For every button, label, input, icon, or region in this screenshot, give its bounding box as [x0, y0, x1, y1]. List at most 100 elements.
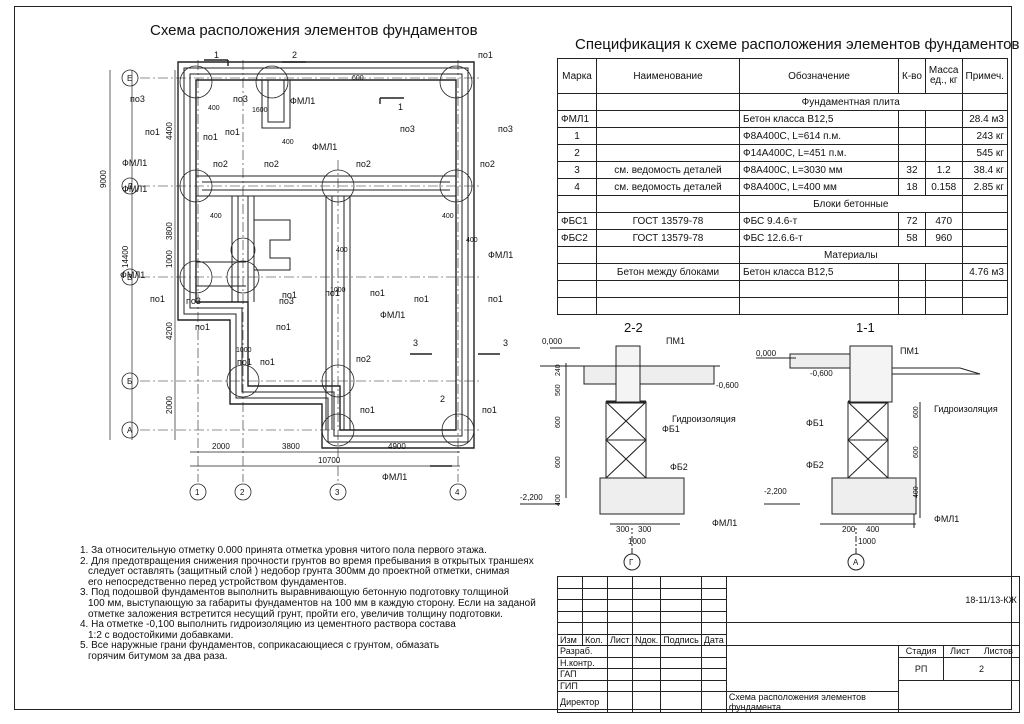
axis-letter-d: Д [127, 182, 133, 191]
note-line: следует оставлять (защитный слой ) недоб… [88, 566, 510, 578]
axis-lines [140, 60, 480, 482]
lbl-600: 600 [352, 75, 364, 82]
dim-4400: 4400 [165, 122, 174, 140]
sec11-fb2: ФБ2 [806, 460, 824, 470]
axis-num-2: 2 [240, 488, 245, 497]
dim-3800h: 3800 [282, 442, 300, 451]
wall-3 [325, 196, 351, 430]
section-blocks: Блоки бетонные [739, 195, 963, 213]
sec22-fb1: ФБ1 [662, 424, 680, 434]
lbl-fml1-h: ФМЛ1 [382, 472, 407, 482]
lbl-po1-i: по1 [260, 357, 275, 367]
axis-bubbles [121, 69, 467, 501]
sec22-axis: Г [629, 558, 634, 567]
sec11-lvl600: -0,600 [810, 369, 833, 378]
section-materials: Материалы [739, 246, 963, 264]
lbl-po1-o: по1 [325, 288, 340, 298]
axis-letter-a: А [127, 426, 133, 435]
role-dir: Директор [557, 691, 608, 713]
wall-2 [231, 196, 255, 302]
section-marks [204, 59, 500, 467]
dim-3800: 3800 [165, 222, 174, 240]
lbl-1000-b: 1000 [236, 347, 252, 354]
lbl-po1-c: по1 [203, 132, 218, 142]
sec11-title: 1-1 [856, 320, 875, 335]
foundation-outer-3 [189, 73, 463, 437]
col-mass: Масса ед., кг [924, 58, 963, 94]
col-qty: К-во [898, 58, 926, 94]
lbl-po2-b: по2 [264, 159, 279, 169]
sec22-pm1: ПМ1 [666, 336, 685, 346]
dim-1000: 1000 [165, 250, 174, 268]
section-views: 2-2 ПМ1 0,000 -0,600 -2,200 Гидроизоляци… [520, 320, 998, 571]
role-dev: Разраб. [557, 645, 608, 658]
section-plate: Фундаментная плита [739, 93, 963, 111]
lbl-po2-e: по2 [356, 354, 371, 364]
sec11-pm1: ПМ1 [900, 346, 919, 356]
lbl-po2-a: по2 [213, 159, 228, 169]
col-name: Наименование [596, 58, 740, 94]
lbl-po2-c: по2 [356, 159, 371, 169]
lbl-400-c: 400 [466, 237, 478, 244]
section-2-2-drawing [520, 345, 720, 571]
dim-4900: 4900 [388, 442, 406, 451]
lbl-po1-l: по1 [488, 294, 503, 304]
lbl-po1-b: по1 [145, 127, 160, 137]
spec-table: Марка Наименование Обозначение К-во Масс… [557, 58, 1008, 315]
stamp-title: Схема расположения элементов фундамента [725, 691, 900, 713]
stamp-code: 18-11/13-КЖ [725, 576, 1020, 623]
sec22-d300a: 300 [616, 525, 630, 534]
lbl-1600: 1600 [252, 107, 268, 114]
sec22-title: 2-2 [624, 320, 643, 335]
dim-14400: 14400 [121, 245, 130, 268]
axis-num-3: 3 [335, 488, 340, 497]
lbl-po1-d: по1 [225, 127, 240, 137]
lbl-po3-b: по3 [233, 94, 248, 104]
plan-title: Схема расположения элементов фундаментов [150, 22, 478, 39]
lbl-400-f: 400 [442, 213, 454, 220]
lbl-400-a: 400 [208, 105, 220, 112]
lbl-fml1-d: ФМЛ1 [290, 96, 315, 106]
lbl-po3-d: по3 [498, 124, 513, 134]
sec11-lvl0: 0,000 [756, 349, 777, 358]
axis-letter-b: Б [127, 377, 132, 386]
sec11-d200: 200 [842, 525, 856, 534]
sec22-fb2: ФБ2 [670, 462, 688, 472]
role-gip: ГИП [557, 679, 608, 692]
sec11-dim600a: 600 [913, 406, 920, 418]
lbl-po2-d: по2 [480, 159, 495, 169]
lbl-fml1-e: ФМЛ1 [488, 250, 513, 260]
sec22-fml1: ФМЛ1 [712, 518, 737, 528]
lbl-po3-c: по3 [400, 124, 415, 134]
lbl-po3-e: по3 [186, 296, 201, 306]
lbl-po1-e: по1 [150, 294, 165, 304]
sec11-d1000: 1000 [858, 537, 876, 546]
room-small [261, 80, 291, 129]
lbl-sec-2b: 2 [440, 394, 445, 404]
note-line: 2. Для предотвращения снижения прочности… [80, 555, 534, 567]
lbl-po1-f: по1 [195, 322, 210, 332]
col-desig: Обозначение [739, 58, 899, 94]
axis-num-1: 1 [195, 488, 200, 497]
lbl-po3-a: по3 [130, 94, 145, 104]
axis-letter-v: В [127, 273, 132, 282]
foundation-outer [177, 61, 475, 449]
lbl-sec-3a: 3 [413, 338, 418, 348]
sec22-lvl600: -0,600 [716, 381, 739, 390]
dim-10700: 10700 [318, 456, 341, 465]
sec22-d1000: 1000 [628, 537, 646, 546]
sec22-dim600b: 600 [555, 456, 562, 468]
lbl-po1-m: по1 [360, 405, 375, 415]
foundation-plan: Е Д В Б А 1 2 3 4 9000 14400 4400 3800 1… [99, 50, 513, 501]
sec22-d300b: 300 [638, 525, 652, 534]
note-line: отметке заложения встретится несущий гру… [88, 608, 503, 620]
axis-letter-e: Е [127, 74, 132, 83]
sec11-lvl2200: -2,200 [764, 487, 787, 496]
